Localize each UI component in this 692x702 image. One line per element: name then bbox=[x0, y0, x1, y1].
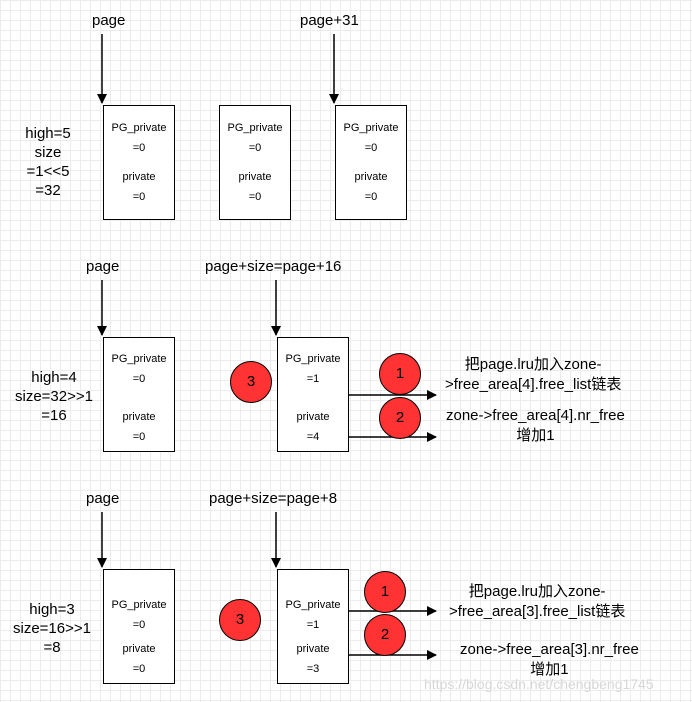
page-box-buddy: PG_private =1 private =4 bbox=[277, 337, 349, 452]
page-box: PG_private =0 private =0 bbox=[335, 105, 407, 220]
private-label: private bbox=[238, 171, 272, 183]
pg-private-label: PG_private bbox=[285, 353, 341, 365]
pg-private-label: PG_private bbox=[343, 122, 399, 134]
side-label-3: high=3 size=16>>1 =8 bbox=[4, 600, 100, 657]
side-label-2: high=4 size=32>>1 =16 bbox=[6, 368, 102, 425]
note-line: zone->free_area[3].nr_free bbox=[460, 641, 639, 658]
note-line: >free_area[4].free_list链表 bbox=[445, 376, 622, 393]
side-line: =1<<5 bbox=[26, 163, 70, 180]
page-box: PG_private =0 private =0 bbox=[219, 105, 291, 220]
side-line: size=32>>1 bbox=[15, 388, 93, 405]
private-label: private bbox=[354, 171, 388, 183]
watermark: https://blog.csdn.net/chengbeng1745 bbox=[424, 676, 654, 692]
private-value: =0 bbox=[132, 431, 146, 443]
side-line: =32 bbox=[35, 182, 61, 199]
pg-private-label: PG_private bbox=[111, 122, 167, 134]
private-label: private bbox=[122, 643, 156, 655]
private-value: =0 bbox=[132, 191, 146, 203]
private-value: =4 bbox=[306, 431, 320, 443]
page-box: PG_private =0 private =0 bbox=[103, 105, 175, 220]
pg-private-value: =0 bbox=[132, 373, 146, 385]
label-page-3: page bbox=[86, 490, 120, 507]
note-line: 增加1 bbox=[530, 661, 569, 678]
label-page-2: page bbox=[86, 258, 120, 275]
side-line: size bbox=[34, 144, 62, 161]
label-buddy-3: page+size=page+8 bbox=[209, 490, 338, 507]
note-line: 把page.lru加入zone- bbox=[468, 583, 606, 600]
page-box-buddy: PG_private =1 private =3 bbox=[277, 569, 349, 684]
note-freelist-3: 把page.lru加入zone- >free_area[3].free_list… bbox=[449, 582, 625, 622]
side-line: size=16>>1 bbox=[13, 620, 91, 637]
pg-private-label: PG_private bbox=[111, 353, 167, 365]
step-circle-3: 3 bbox=[219, 599, 261, 641]
step-circle-1: 1 bbox=[379, 353, 421, 395]
page-box-left: PG_private =0 private =0 bbox=[103, 337, 175, 452]
note-nrfree-2: zone->free_area[4].nr_free 增加1 bbox=[446, 406, 625, 446]
step-circle-1: 1 bbox=[364, 571, 406, 613]
private-label: private bbox=[296, 411, 330, 423]
pg-private-value: =0 bbox=[132, 142, 146, 154]
note-freelist-2: 把page.lru加入zone- >free_area[4].free_list… bbox=[445, 355, 621, 395]
note-nrfree-3: zone->free_area[3].nr_free 增加1 bbox=[460, 640, 639, 680]
side-line: high=5 bbox=[25, 125, 71, 142]
private-label: private bbox=[122, 411, 156, 423]
label-buddy-2: page+size=page+16 bbox=[205, 258, 342, 275]
pg-private-value: =0 bbox=[132, 619, 146, 631]
note-line: >free_area[3].free_list链表 bbox=[449, 603, 626, 620]
step-circle-2: 2 bbox=[379, 397, 421, 439]
note-line: 把page.lru加入zone- bbox=[464, 356, 602, 373]
pg-private-value: =0 bbox=[364, 142, 378, 154]
pg-private-value: =1 bbox=[306, 619, 320, 631]
pg-private-label: PG_private bbox=[111, 599, 167, 611]
side-line: =16 bbox=[41, 407, 67, 424]
note-line: zone->free_area[4].nr_free bbox=[446, 407, 625, 424]
private-value: =3 bbox=[306, 663, 320, 675]
label-page-1: page bbox=[92, 12, 126, 29]
private-value: =0 bbox=[248, 191, 262, 203]
side-label-1: high=5 size =1<<5 =32 bbox=[8, 124, 88, 200]
step-circle-3: 3 bbox=[230, 361, 272, 403]
step-circle-2: 2 bbox=[364, 614, 406, 656]
side-line: high=3 bbox=[29, 601, 75, 618]
pg-private-label: PG_private bbox=[285, 599, 341, 611]
label-page31: page+31 bbox=[300, 12, 359, 29]
private-value: =0 bbox=[364, 191, 378, 203]
private-label: private bbox=[122, 171, 156, 183]
note-line: 增加1 bbox=[516, 427, 555, 444]
pg-private-value: =0 bbox=[248, 142, 262, 154]
private-value: =0 bbox=[132, 663, 146, 675]
private-label: private bbox=[296, 643, 330, 655]
page-box-left: PG_private =0 private =0 bbox=[103, 569, 175, 684]
pg-private-label: PG_private bbox=[227, 122, 283, 134]
side-line: high=4 bbox=[31, 369, 77, 386]
pg-private-value: =1 bbox=[306, 373, 320, 385]
side-line: =8 bbox=[43, 639, 61, 656]
